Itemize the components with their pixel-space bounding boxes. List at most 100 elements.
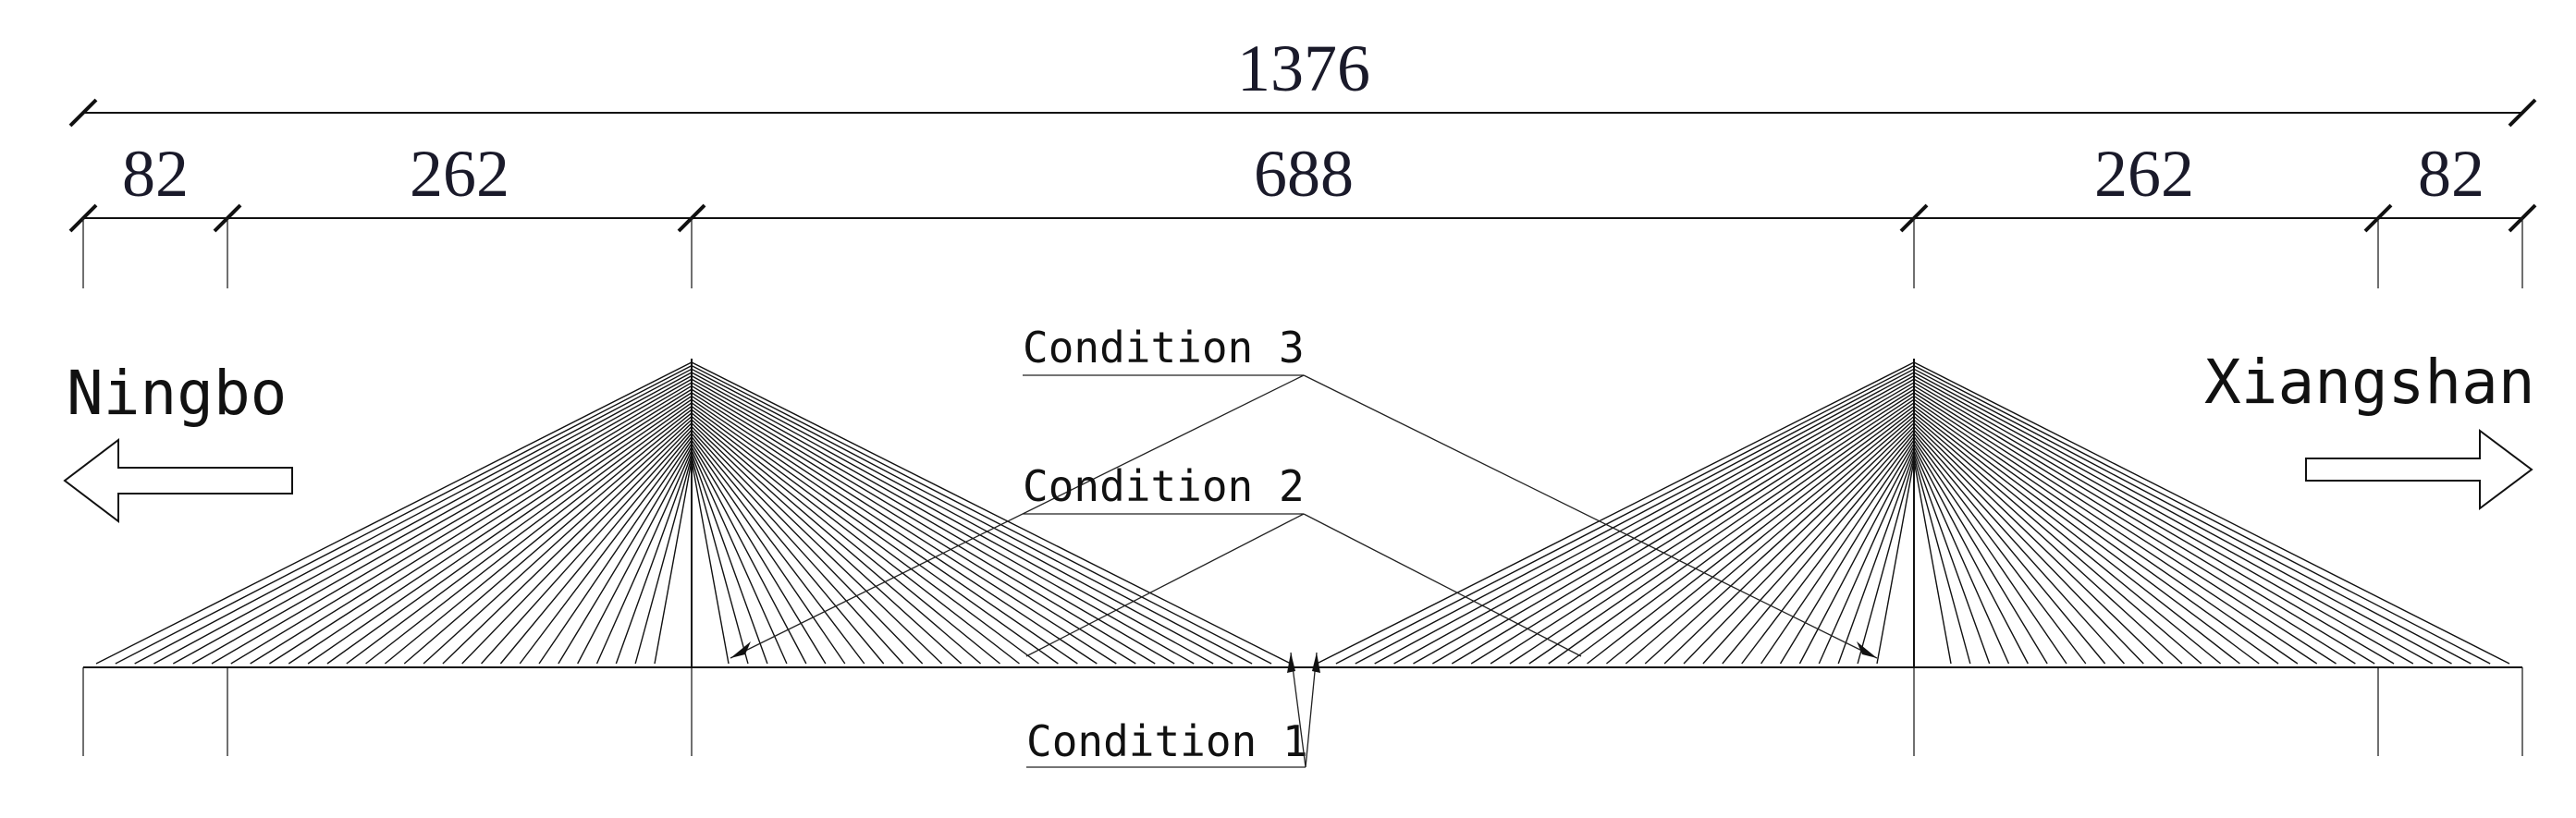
right-tower-back-cable xyxy=(1567,405,1915,665)
right-tower-main-cable xyxy=(1913,398,2299,665)
right-tower-main-cable xyxy=(1913,368,2472,665)
left-tower-main-cable xyxy=(691,409,1020,665)
left-tower-back-cable xyxy=(615,453,693,665)
condition-1-leader-right xyxy=(1305,652,1318,768)
right-tower-back-cable xyxy=(1702,429,1915,665)
left-tower-main-cable xyxy=(691,392,1117,665)
right-tower-main-cable xyxy=(1913,439,2067,665)
condition-1-annotation: Condition 1 xyxy=(1026,652,1320,768)
left-tower-main-cable xyxy=(691,398,1078,665)
condition-3-arrowhead-left xyxy=(730,641,751,658)
condition-1-arrowhead-left xyxy=(1287,653,1295,673)
right-tower-back-cable xyxy=(1413,378,1915,665)
left-tower-main-cable xyxy=(691,435,865,665)
left-tower-back-cable xyxy=(191,378,693,665)
right-tower-main-cable xyxy=(1913,392,2337,665)
left-tower-back-cable xyxy=(654,459,693,665)
right-tower-main-cable xyxy=(1913,443,2048,665)
right-tower-main-cable xyxy=(1913,378,2414,665)
left-tower-back-cable xyxy=(423,419,693,665)
right-tower-main-cable xyxy=(1913,422,2164,665)
left-tower-main-cable xyxy=(691,449,788,665)
left-tower-main-cable xyxy=(691,446,807,665)
left-tower-back-cable xyxy=(307,398,693,665)
right-tower-main-cable xyxy=(1913,425,2144,665)
right-tower-back-cable xyxy=(1451,385,1915,665)
right-tower-main-cable xyxy=(1913,409,2240,665)
left-tower-main-cable xyxy=(691,382,1175,665)
left-tower-main-cable xyxy=(691,378,1195,665)
condition-3-leader-left xyxy=(730,374,1305,659)
left-tower-back-cable xyxy=(326,402,693,665)
right-tower-main-cable xyxy=(1913,382,2395,665)
overall-dimension-tick-left xyxy=(68,98,98,128)
right-tower-back-cable xyxy=(1316,361,1915,665)
left-tower-back-cable xyxy=(481,429,693,665)
right-tower-back-cable xyxy=(1876,459,1915,665)
right-tower-main-cable xyxy=(1913,453,1991,665)
left-tower-back-cable xyxy=(134,368,693,665)
right-tower-back-cable xyxy=(1587,409,1915,665)
left-tower-main-cable xyxy=(691,422,943,665)
condition-2-leader-left xyxy=(1025,513,1305,657)
span-label-3: 688 xyxy=(1254,137,1354,211)
left-tower-main-cable xyxy=(691,425,924,665)
right-tower-back-cable xyxy=(1722,433,1915,665)
left-tower-main-cable xyxy=(691,385,1156,665)
right-tower-main-cable xyxy=(1913,449,2010,665)
right-tower-back-cable xyxy=(1741,435,1915,665)
left-tower-back-cable xyxy=(538,439,693,665)
overall-dimension-label: 1376 xyxy=(1237,31,1370,105)
left-tower-main-cable xyxy=(691,453,768,665)
right-tower-back-cable xyxy=(1606,412,1915,665)
right-tower-back-cable xyxy=(1528,398,1915,665)
right-tower-main-cable xyxy=(1913,375,2434,665)
left-tower-back-cable xyxy=(115,365,693,665)
span-label-4: 262 xyxy=(2094,137,2194,211)
left-tower-back-cable xyxy=(499,433,693,665)
right-tower-back-cable xyxy=(1625,415,1915,665)
right-tower-main-cable xyxy=(1913,446,2029,665)
left-tower-main-cable xyxy=(691,443,827,665)
left-tower-main-cable xyxy=(691,365,1272,665)
right-tower-back-cable xyxy=(1374,372,1915,665)
left-tower-back-cable xyxy=(442,422,693,665)
left-tower-back-cable xyxy=(595,449,693,665)
condition-3-leader-right xyxy=(1303,374,1878,659)
left-city-label: Ningbo xyxy=(67,358,287,429)
left-tower-main-cable xyxy=(691,459,730,665)
left-tower-main-cable xyxy=(691,433,885,665)
left-tower-back-cable xyxy=(384,412,693,665)
right-tower-back-cable xyxy=(1644,419,1915,665)
left-tower-back-cable xyxy=(95,361,693,665)
span-dimensions: 82 262 688 262 82 xyxy=(68,137,2537,233)
right-tower-main-cable xyxy=(1913,361,2510,665)
right-tower-back-cable xyxy=(1663,422,1915,665)
right-tower-main-cable xyxy=(1913,459,1952,665)
left-tower-main-cable xyxy=(691,429,904,665)
right-tower-back-cable xyxy=(1509,395,1915,665)
left-tower-main-cable xyxy=(691,402,1059,665)
left-tower-cables xyxy=(95,361,1292,665)
left-tower-back-cable xyxy=(288,395,693,665)
right-tower-back-cable xyxy=(1779,443,1915,665)
left-tower-back-cable xyxy=(346,405,693,665)
left-tower-main-cable xyxy=(691,405,1039,665)
condition-1-label: Condition 1 xyxy=(1026,716,1308,766)
right-tower-main-cable xyxy=(1913,372,2452,665)
left-tower-main-cable xyxy=(691,375,1214,665)
left-tower-back-cable xyxy=(172,375,693,665)
left-tower-back-cable xyxy=(403,415,693,665)
right-tower-back-cable xyxy=(1470,388,1915,665)
right-tower-main-cable xyxy=(1913,395,2318,665)
left-tower-back-cable xyxy=(211,382,693,665)
left-tower-back-cable xyxy=(634,457,693,665)
left-tower-back-cable xyxy=(558,443,693,665)
condition-3-label: Condition 3 xyxy=(1023,323,1305,372)
left-tower-main-cable xyxy=(691,439,846,665)
right-city-label: Xiangshan xyxy=(2204,347,2535,418)
span-label-5: 82 xyxy=(2418,137,2484,211)
left-tower-main-cable xyxy=(691,457,749,665)
